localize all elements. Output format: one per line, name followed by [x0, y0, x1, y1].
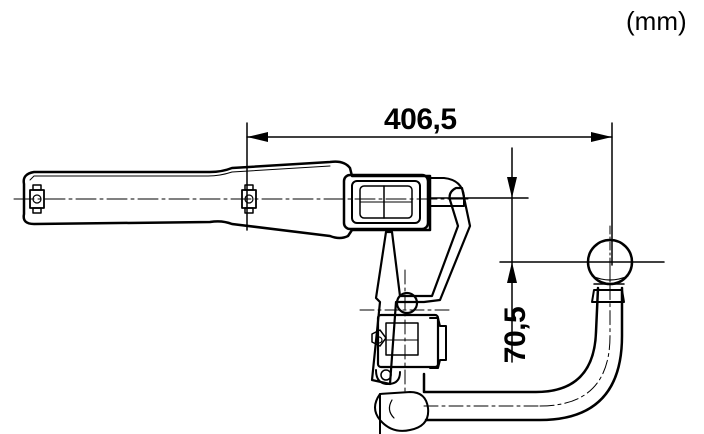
- receiver-housing: [342, 173, 465, 231]
- tow-ball: [586, 225, 634, 303]
- horizontal-dimension-value: 406,5: [384, 103, 457, 136]
- fixing-nut-middle: [241, 184, 257, 214]
- vertical-dimension: [429, 147, 665, 363]
- tow-ball-sphere: [586, 238, 634, 286]
- cross-beam: [13, 160, 471, 240]
- vertical-dimension-value: 70,5: [499, 306, 532, 364]
- arrowhead-bottom: [507, 262, 517, 283]
- swan-neck-outer-curve: [424, 286, 624, 422]
- pivot-mechanism: [359, 269, 451, 396]
- swan-neck-inner-curve: [422, 286, 600, 394]
- fixing-nut-left: [29, 184, 45, 214]
- cross-beam-inner-edge: [29, 165, 331, 181]
- pivot-pin: [395, 291, 419, 315]
- support-bracket: [370, 186, 472, 386]
- swan-neck-arm: [374, 261, 624, 434]
- arrowhead-top: [507, 177, 517, 198]
- arrowhead-right: [591, 132, 612, 142]
- units-label: (mm): [626, 6, 687, 36]
- cross-beam-outline: [22, 160, 432, 240]
- arrowhead-left: [247, 132, 268, 142]
